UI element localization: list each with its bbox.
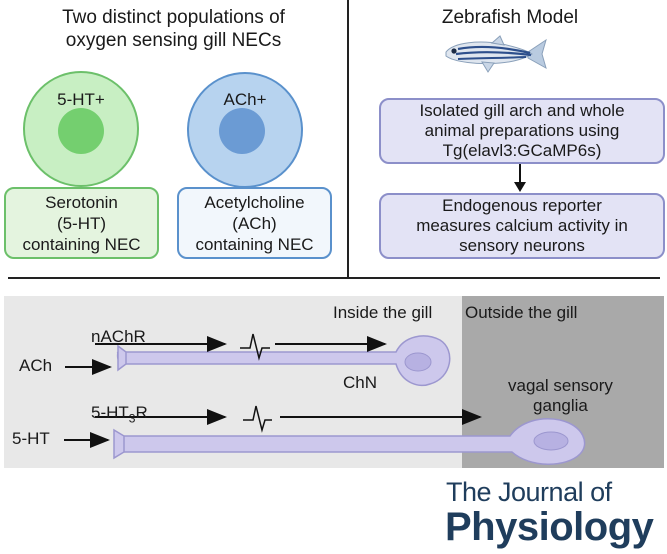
zebrafish-icon [445,35,547,73]
ach-label: ACh [19,356,53,375]
vagal-label-line2: ganglia [533,396,588,415]
reporter-box-line3: sensory neurons [459,236,585,255]
ach-spike-icon [240,333,270,361]
serotonin-box-line2: (5-HT) [56,213,107,233]
serotonin-box-line1: Serotonin [45,192,118,212]
prep-flow-arrow [514,164,526,192]
ach-nec-box: Acetylcholine (ACh) containing NEC [177,187,332,259]
left-title-line1: Two distinct populations of [62,7,285,28]
preparation-box: Isolated gill arch and whole animal prep… [379,98,665,164]
vagal-ganglia-label: vagal sensory ganglia [508,376,613,416]
ach-cell-label: ACh+ [223,90,267,109]
journal-name-line1: The Journal of [446,477,612,507]
ach-cell-nucleus [219,108,265,154]
serotonin-box-line3: containing NEC [22,234,141,254]
5ht-label: 5-HT [12,429,50,448]
vertical-divider [347,0,349,278]
reporter-box: Endogenous reporter measures calcium act… [379,193,665,259]
vagal-label-line1: vagal sensory [508,376,613,395]
5ht3r-prefix: 5-HT [91,403,129,422]
ach-box-line1: Acetylcholine [204,192,305,212]
5ht3r-suffix: R [135,403,148,422]
ach-box-line2: (ACh) [232,213,277,233]
5ht-spike-icon [243,405,272,433]
cholinergic-neuron [116,335,451,387]
prep-box-line3: Tg(elavl3:GCaMP6s) [442,141,602,160]
right-panel-title: Zebrafish Model [441,7,579,28]
serotonin-cell-label: 5-HT+ [57,90,105,109]
journal-name-line2: Physiology [445,505,654,549]
prep-box-line1: Isolated gill arch and whole [419,101,625,120]
inside-gill-label: Inside the gill [333,303,433,322]
5ht3r-label: 5-HT3R [91,403,148,425]
nachr-label: nAChR [91,327,146,346]
left-title-line2: oxygen sensing gill NECs [65,30,282,51]
outside-gill-label: Outside the gill [465,303,578,322]
horizontal-divider [8,277,660,279]
serotonin-nec-box: Serotonin (5-HT) containing NEC [4,187,159,259]
reporter-box-line1: Endogenous reporter [442,196,602,215]
serotonin-cell-nucleus [58,108,104,154]
chn-label: ChN [343,373,378,392]
ach-box-line3: containing NEC [195,234,314,254]
left-panel-title: Two distinct populations of oxygen sensi… [0,6,347,52]
5ht3r-subscript: 3 [128,411,136,426]
neuron-diagram [64,333,586,465]
reporter-box-line2: measures calcium activity in [416,216,628,235]
vagal-sensory-neuron [113,418,586,465]
prep-box-line2: animal preparations using [424,121,620,140]
